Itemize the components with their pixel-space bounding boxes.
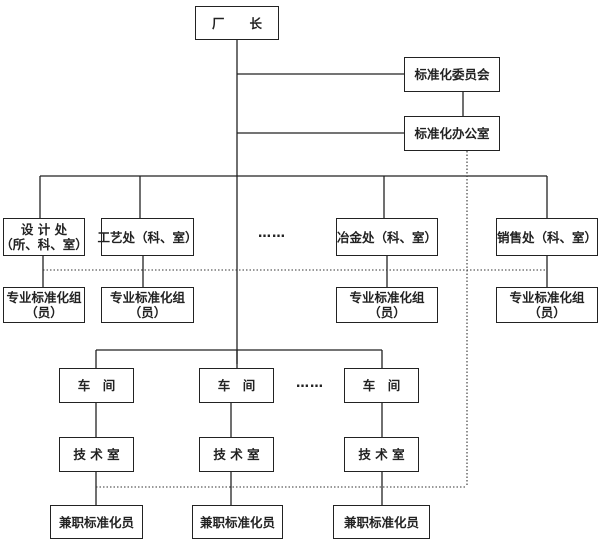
- department-ellipsis: ……: [258, 226, 286, 241]
- committee-label: 标准化委员会: [414, 67, 490, 82]
- department-name: 设 计 处: [20, 222, 68, 237]
- group-sublabel: （员）: [368, 305, 406, 320]
- department-box: 冶金处（科、室）: [336, 218, 438, 256]
- staff-label: 兼职标准化员: [199, 514, 275, 530]
- workshop-box: 车 间: [199, 368, 274, 403]
- tech-room-box: 技 术 室: [199, 437, 274, 472]
- director-label: 厂 长: [211, 15, 262, 31]
- office-label: 标准化办公室: [414, 126, 490, 141]
- tech-room-box: 技 术 室: [59, 437, 134, 472]
- group-label: 专业标准化组: [509, 290, 585, 305]
- department-box: 销售处（科、室）: [496, 218, 598, 256]
- workshop-box: 车 间: [59, 368, 134, 403]
- director-box: 厂 长: [195, 6, 279, 40]
- workshop-ellipsis: ……: [296, 376, 324, 391]
- group-box: 专业标准化组 （员）: [3, 287, 85, 323]
- group-sublabel: （员）: [25, 305, 63, 320]
- department-box: 设 计 处 （所、科、室）: [0, 218, 88, 256]
- workshop-label: 车 间: [77, 378, 116, 393]
- tech-room-label: 技 术 室: [73, 447, 120, 462]
- staff-label: 兼职标准化员: [58, 514, 134, 530]
- group-sublabel: （员）: [528, 305, 566, 320]
- group-box: 专业标准化组 （员）: [101, 287, 194, 323]
- staff-box: 兼职标准化员: [333, 505, 430, 539]
- office-box: 标准化办公室: [404, 116, 500, 151]
- tech-room-label: 技 术 室: [213, 447, 260, 462]
- group-label: 专业标准化组: [349, 290, 425, 305]
- department-name: 冶金处（科、室）: [337, 229, 438, 245]
- committee-box: 标准化委员会: [404, 57, 500, 92]
- group-box: 专业标准化组 （员）: [336, 287, 438, 323]
- department-subname: （所、科、室）: [0, 237, 88, 252]
- staff-label: 兼职标准化员: [343, 514, 419, 530]
- staff-box: 兼职标准化员: [192, 505, 283, 539]
- tech-room-box: 技 术 室: [344, 437, 419, 472]
- department-box: 工艺处（科、室）: [98, 218, 198, 256]
- tech-room-label: 技 术 室: [358, 447, 405, 462]
- department-name: 销售处（科、室）: [497, 229, 598, 245]
- group-label: 专业标准化组: [6, 290, 82, 305]
- workshop-box: 车 间: [344, 368, 419, 403]
- department-name: 工艺处（科、室）: [97, 229, 198, 245]
- group-label: 专业标准化组: [109, 290, 185, 305]
- group-box: 专业标准化组 （员）: [496, 287, 598, 323]
- staff-box: 兼职标准化员: [50, 505, 143, 539]
- group-sublabel: （员）: [128, 305, 167, 320]
- workshop-label: 车 间: [362, 378, 401, 393]
- workshop-label: 车 间: [217, 378, 256, 393]
